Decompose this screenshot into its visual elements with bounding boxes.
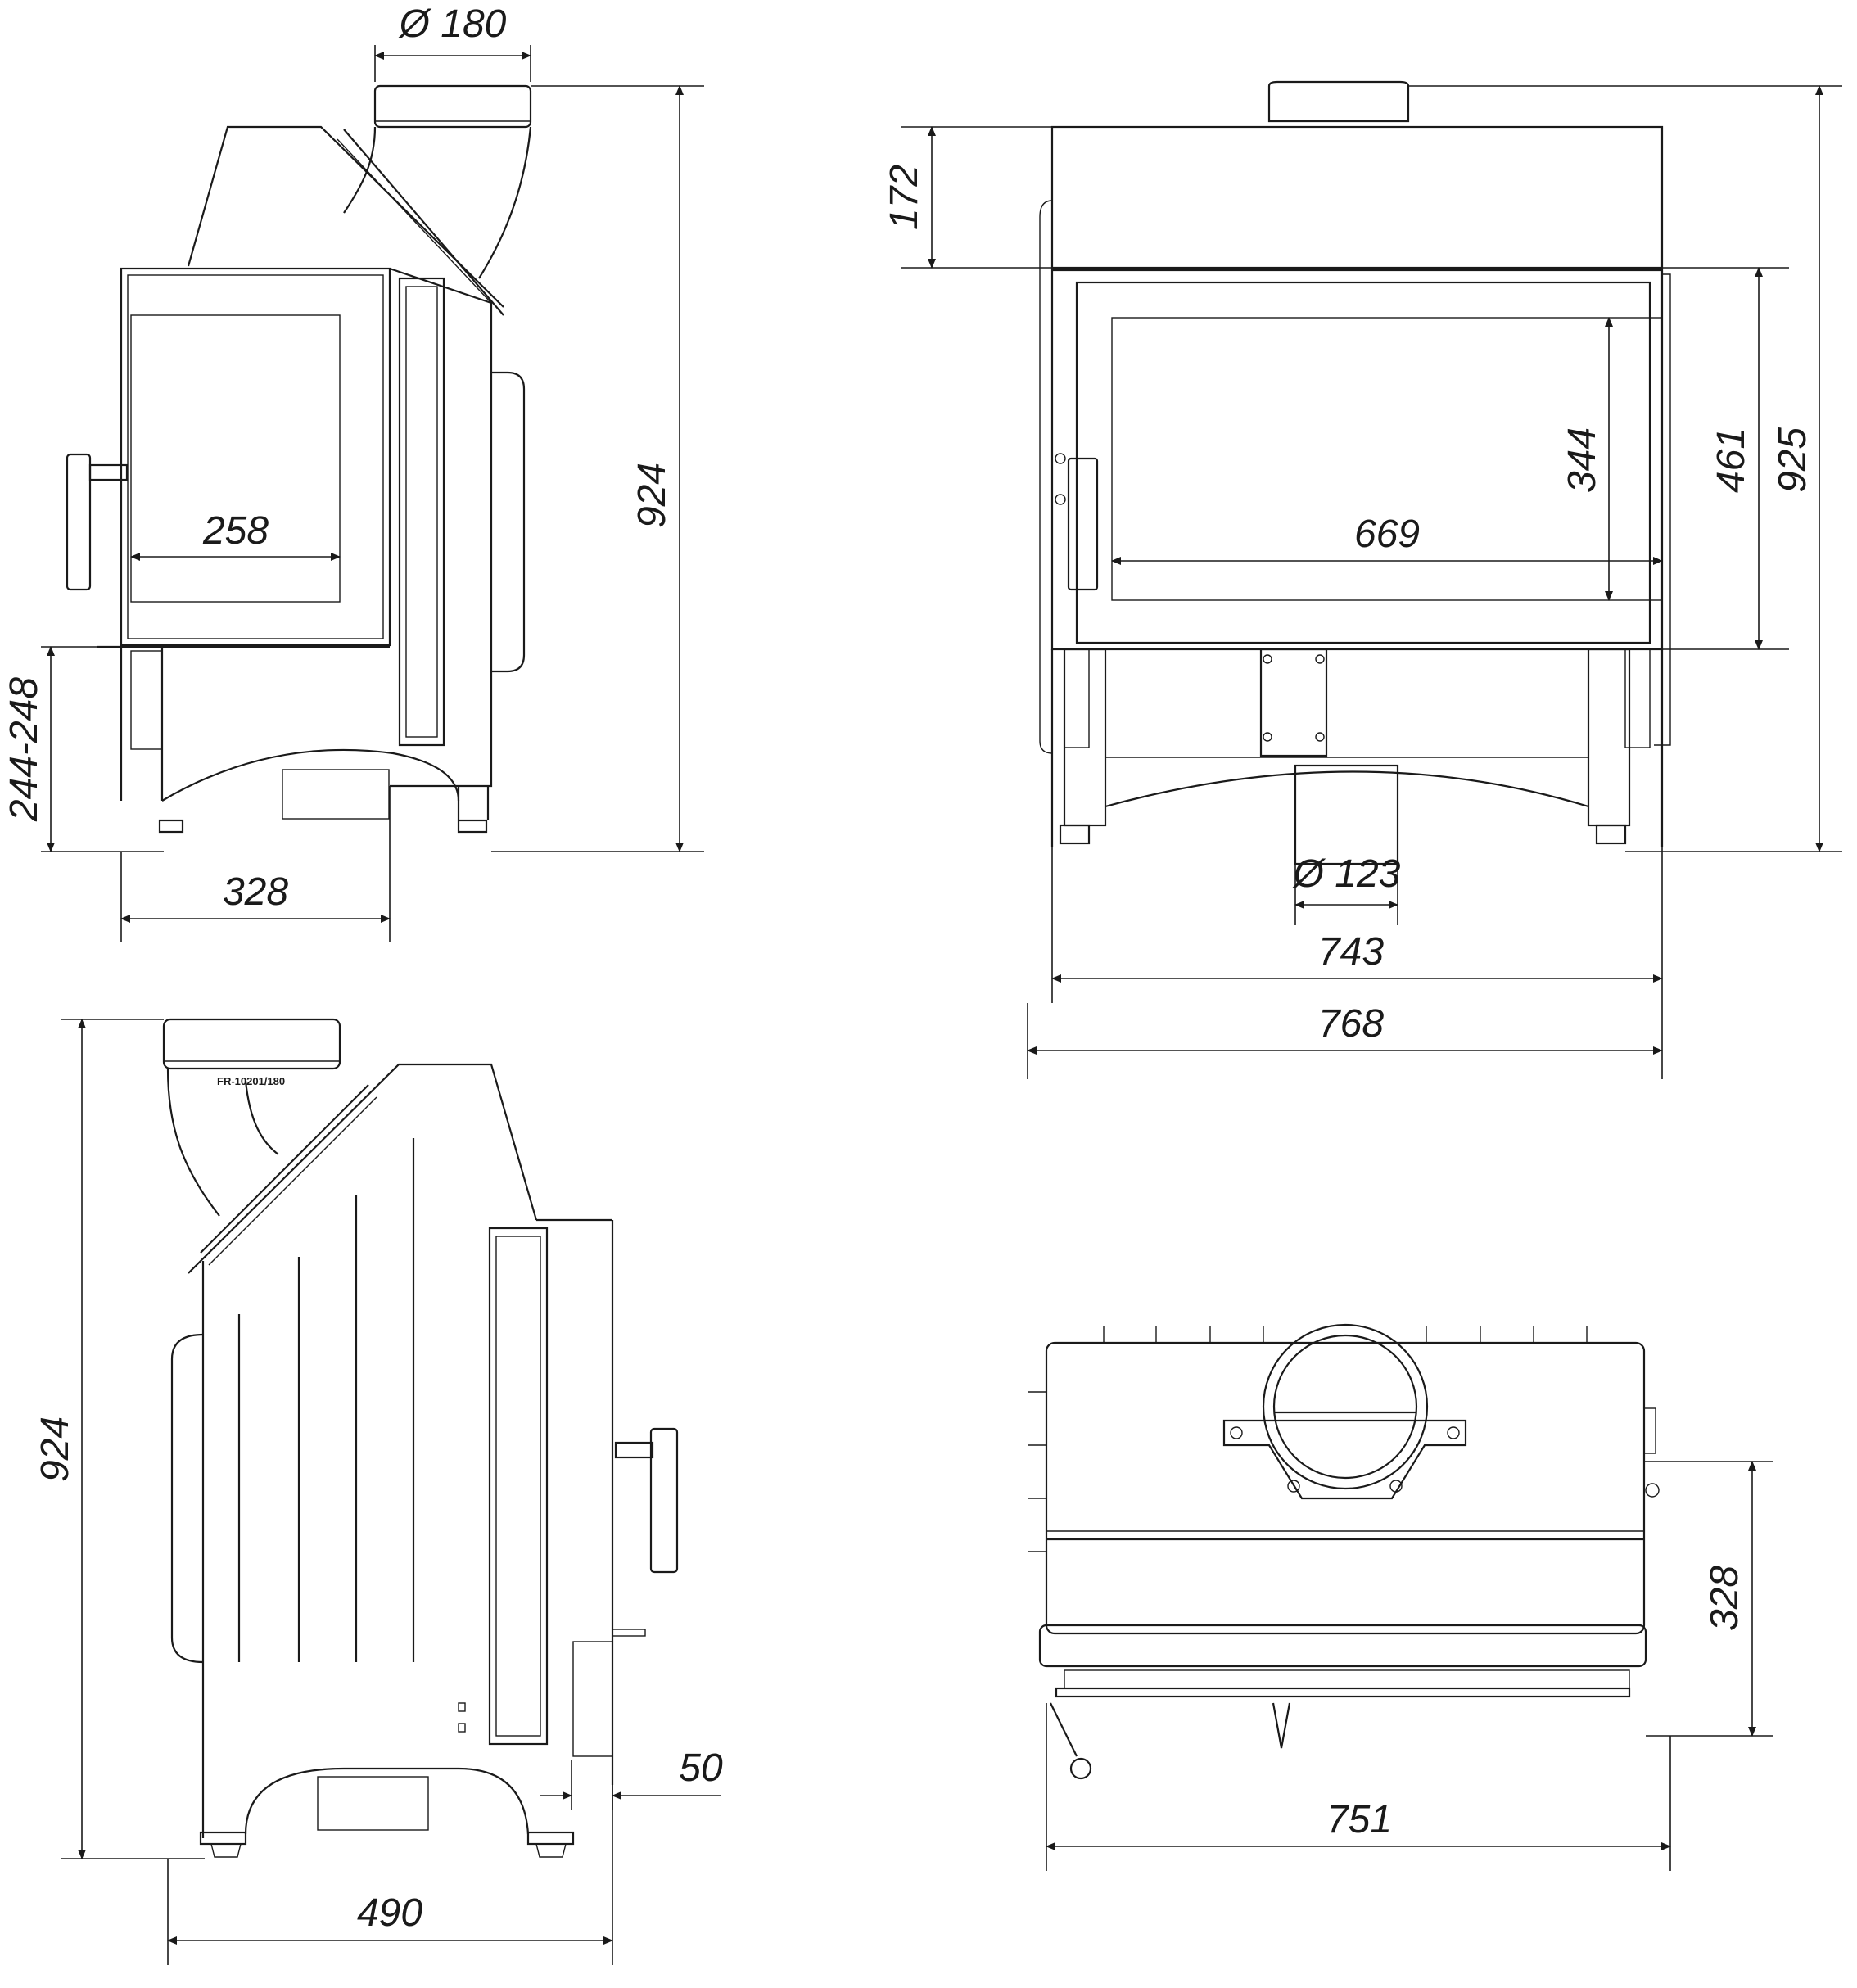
- product-code-label: FR-10201/180: [217, 1075, 285, 1087]
- dim-top-height: 172: [883, 165, 926, 230]
- dim-total-height-right: 924: [34, 1416, 77, 1482]
- front-view: 172 344 461 925 669 Ø 123 743 768: [883, 80, 1842, 1079]
- dim-flue-diameter: Ø 180: [398, 2, 507, 46]
- dim-total-height-front: 925: [1771, 427, 1814, 493]
- dim-total-height-left: 924: [630, 463, 674, 528]
- dim-glass-width-left: 258: [202, 509, 269, 553]
- dim-depth-left: 328: [223, 870, 288, 914]
- dim-glass-height: 344: [1561, 427, 1604, 493]
- side-view-left: Ø 180 924 258 244-248 328: [2, 2, 704, 942]
- dim-glass-width-front: 669: [1354, 513, 1420, 556]
- dim-base-height: 244-248: [2, 677, 46, 822]
- top-view: 328 751: [1028, 1323, 1773, 1871]
- side-view-right: FR-10201/180: [34, 1018, 723, 1965]
- dim-width-top: 751: [1326, 1798, 1392, 1841]
- dim-air-inlet-diameter: Ø 123: [1292, 852, 1401, 896]
- dim-inner-width: 743: [1318, 930, 1384, 974]
- dim-depth-top: 328: [1703, 1566, 1746, 1631]
- dim-offset: 50: [679, 1746, 723, 1790]
- dim-depth-right: 490: [357, 1891, 422, 1935]
- dim-outer-width: 768: [1318, 1002, 1384, 1046]
- dim-door-height: 461: [1710, 427, 1753, 493]
